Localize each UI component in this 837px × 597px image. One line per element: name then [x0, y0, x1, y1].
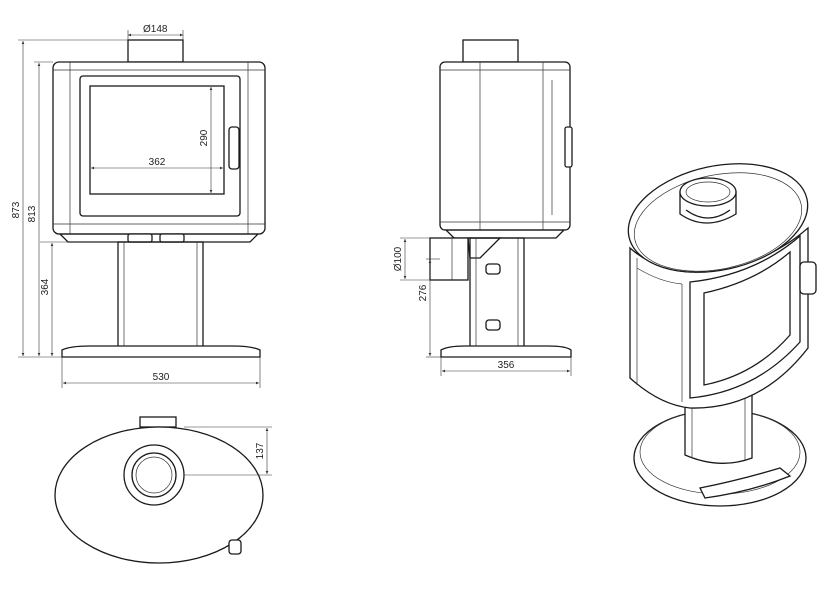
side-base — [440, 345, 572, 358]
dim-base-width: 530 — [153, 372, 170, 383]
perspective-view — [627, 163, 817, 507]
side-flue-collar — [462, 39, 519, 63]
front-view: Ø148 290 362 873 813 364 530 — [11, 24, 266, 388]
dim-rear-outlet-diameter: Ø100 — [393, 246, 404, 271]
top-flue-inner — [131, 452, 177, 498]
front-pedestal — [117, 241, 204, 348]
top-rear-outlet — [139, 416, 177, 428]
dim-flue-diameter: Ø148 — [143, 24, 168, 35]
iso-door-glass — [703, 250, 791, 386]
dim-window-height: 290 — [199, 129, 210, 146]
side-view: Ø100 276 356 — [393, 39, 573, 376]
dim-total-height: 873 — [11, 201, 22, 218]
front-flue-collar — [127, 39, 184, 63]
dim-flue-offset: 137 — [255, 442, 266, 459]
top-body-outline — [54, 426, 264, 564]
dim-body-top-height: 813 — [27, 205, 38, 222]
iso-pedestal — [684, 394, 753, 464]
dim-rear-outlet-height: 276 — [418, 284, 429, 301]
dim-window-width: 362 — [149, 157, 166, 168]
dim-depth: 356 — [498, 360, 515, 371]
iso-door — [689, 234, 801, 399]
top-door-handle — [228, 539, 242, 555]
side-door-handle — [564, 126, 573, 168]
front-door-handle — [228, 126, 240, 170]
top-view: 137 — [54, 416, 272, 564]
side-body — [439, 61, 571, 231]
iso-flue-opening — [679, 177, 737, 207]
front-base — [61, 345, 261, 358]
front-door-frame — [79, 75, 241, 217]
dim-pedestal-height: 364 — [40, 278, 51, 295]
front-door-glass — [89, 85, 225, 195]
iso-door-handle — [799, 261, 817, 295]
